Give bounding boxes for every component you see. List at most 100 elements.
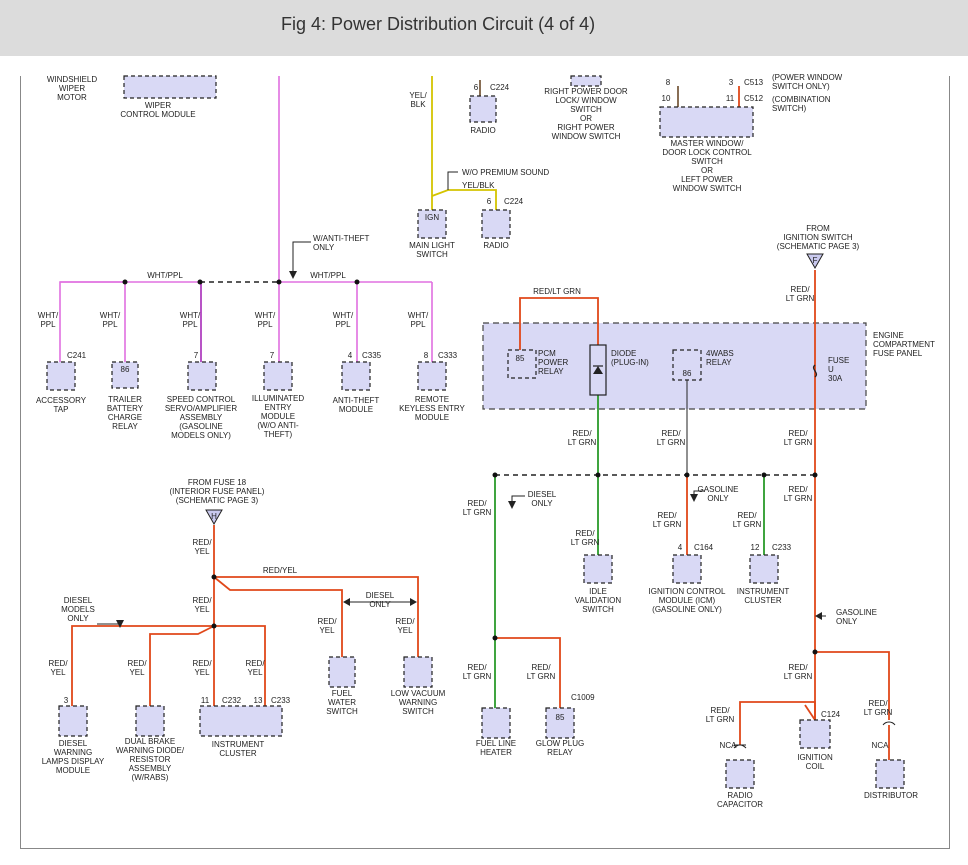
components [46,75,905,789]
ignition-coil [799,719,831,749]
label-red_lt_grn_split: RED/LT GRN [463,663,492,681]
label-anti_conn: C335 [362,351,382,360]
label-glow_pin: 85 [556,713,565,722]
illuminated-entry [263,361,293,391]
fuel-line-heater [481,707,511,739]
label-ic2_conns-1: C233 [271,696,291,705]
label-wht_ppl_split: WHT/PPL [408,311,429,329]
distributor-box [875,759,905,789]
accessory-tap [46,361,76,391]
label-red_lt_grn_split: RED/LT GRN [784,485,813,503]
label-radio_top: RADIO [470,126,495,135]
label-master-note-0: (POWER WINDOW [772,73,843,82]
instrument-cluster-1 [749,554,779,584]
label-wht_ppl_split: WHT/PPL [333,311,354,329]
label-master_pins-1: 3 [729,78,734,87]
label-wht_ppl: WHT/PPL [310,271,346,280]
label-radio2_conn: C224 [504,197,524,206]
wabs-relay [672,349,702,381]
label-distributor: DISTRIBUTOR [864,791,918,800]
label-speed_pin: 7 [194,351,199,360]
label-red_lt_grn_split: RED/LT GRN [706,706,735,724]
label-ic2_conns-0: C232 [222,696,242,705]
diode [589,344,607,396]
label-illum_pin: 7 [270,351,275,360]
label-red_yel: RED/YEL [263,566,298,575]
h-connector [205,509,223,526]
label-master_pins-0: 8 [666,78,671,87]
label-ic2_pins-0: 11 [201,696,210,705]
main-light-switch [417,209,447,239]
label-red_lt_grn_split: RED/LT GRN [463,499,492,517]
label-icm_conn: C164 [694,543,714,552]
label-ic_conn: C233 [772,543,792,552]
label-red_lt_grn_split: RED/LT GRN [784,663,813,681]
label-ign: IGN [425,213,439,222]
label-red_yel_split: RED/YEL [317,617,337,635]
label-radio2: RADIO [483,241,508,250]
label-master_conns-0: C513 [744,78,764,87]
label-radio_top_pin: 6 [474,83,479,92]
label-red_lt_grn_split: RED/LT GRN [733,511,762,529]
label-red_yel_split: RED/YEL [245,659,265,677]
label-master_pins-2: 10 [662,94,671,103]
label-glow_conn: C1009 [571,693,595,702]
label-wht_ppl: WHT/PPL [147,271,183,280]
label-remote_conn: C333 [438,351,458,360]
label-radio_top_conn: C224 [490,83,510,92]
anti-theft-module [341,361,371,391]
label-red_lt_grn_split: RED/LT GRN [657,429,686,447]
label-red_lt_grn_split: RED/LT GRN [864,699,893,717]
right-power-door-switch [570,75,602,87]
label-wo_premium_sound: W/O PREMIUM SOUND [462,168,549,177]
fuse-symbol [812,364,818,378]
label-red_lt_grn_split: RED/LT GRN [568,429,597,447]
label-wht_ppl_split: WHT/PPL [100,311,121,329]
label-ic2_pins-1: 13 [254,696,263,705]
label-wht_ppl_split: WHT/PPL [38,311,59,329]
f-connector [806,253,824,270]
label-master_pins-3: 11 [726,94,735,103]
wires [59,76,890,760]
label-radio2_pin: 6 [487,197,492,206]
trailer-relay [111,361,139,389]
label-red_yel_split: RED/YEL [192,538,212,556]
label-red_yel_split: RED/YEL [192,659,212,677]
label-master-note-3: SWITCH) [772,104,807,113]
radio-capacitor [725,759,755,789]
label-dwl_pin: 3 [64,696,69,705]
label-trailer_pin: 86 [121,365,130,374]
diesel-warning-lamps [58,705,88,737]
label-wht_ppl_split: WHT/PPL [255,311,276,329]
idle-validation [583,554,613,584]
label-red_lt_grn: RED/LT GRN [533,287,581,296]
label-accessory_tap_conn: C241 [67,351,87,360]
low-vacuum [403,656,433,688]
label-red_lt_grn_split: RED/LT GRN [784,429,813,447]
